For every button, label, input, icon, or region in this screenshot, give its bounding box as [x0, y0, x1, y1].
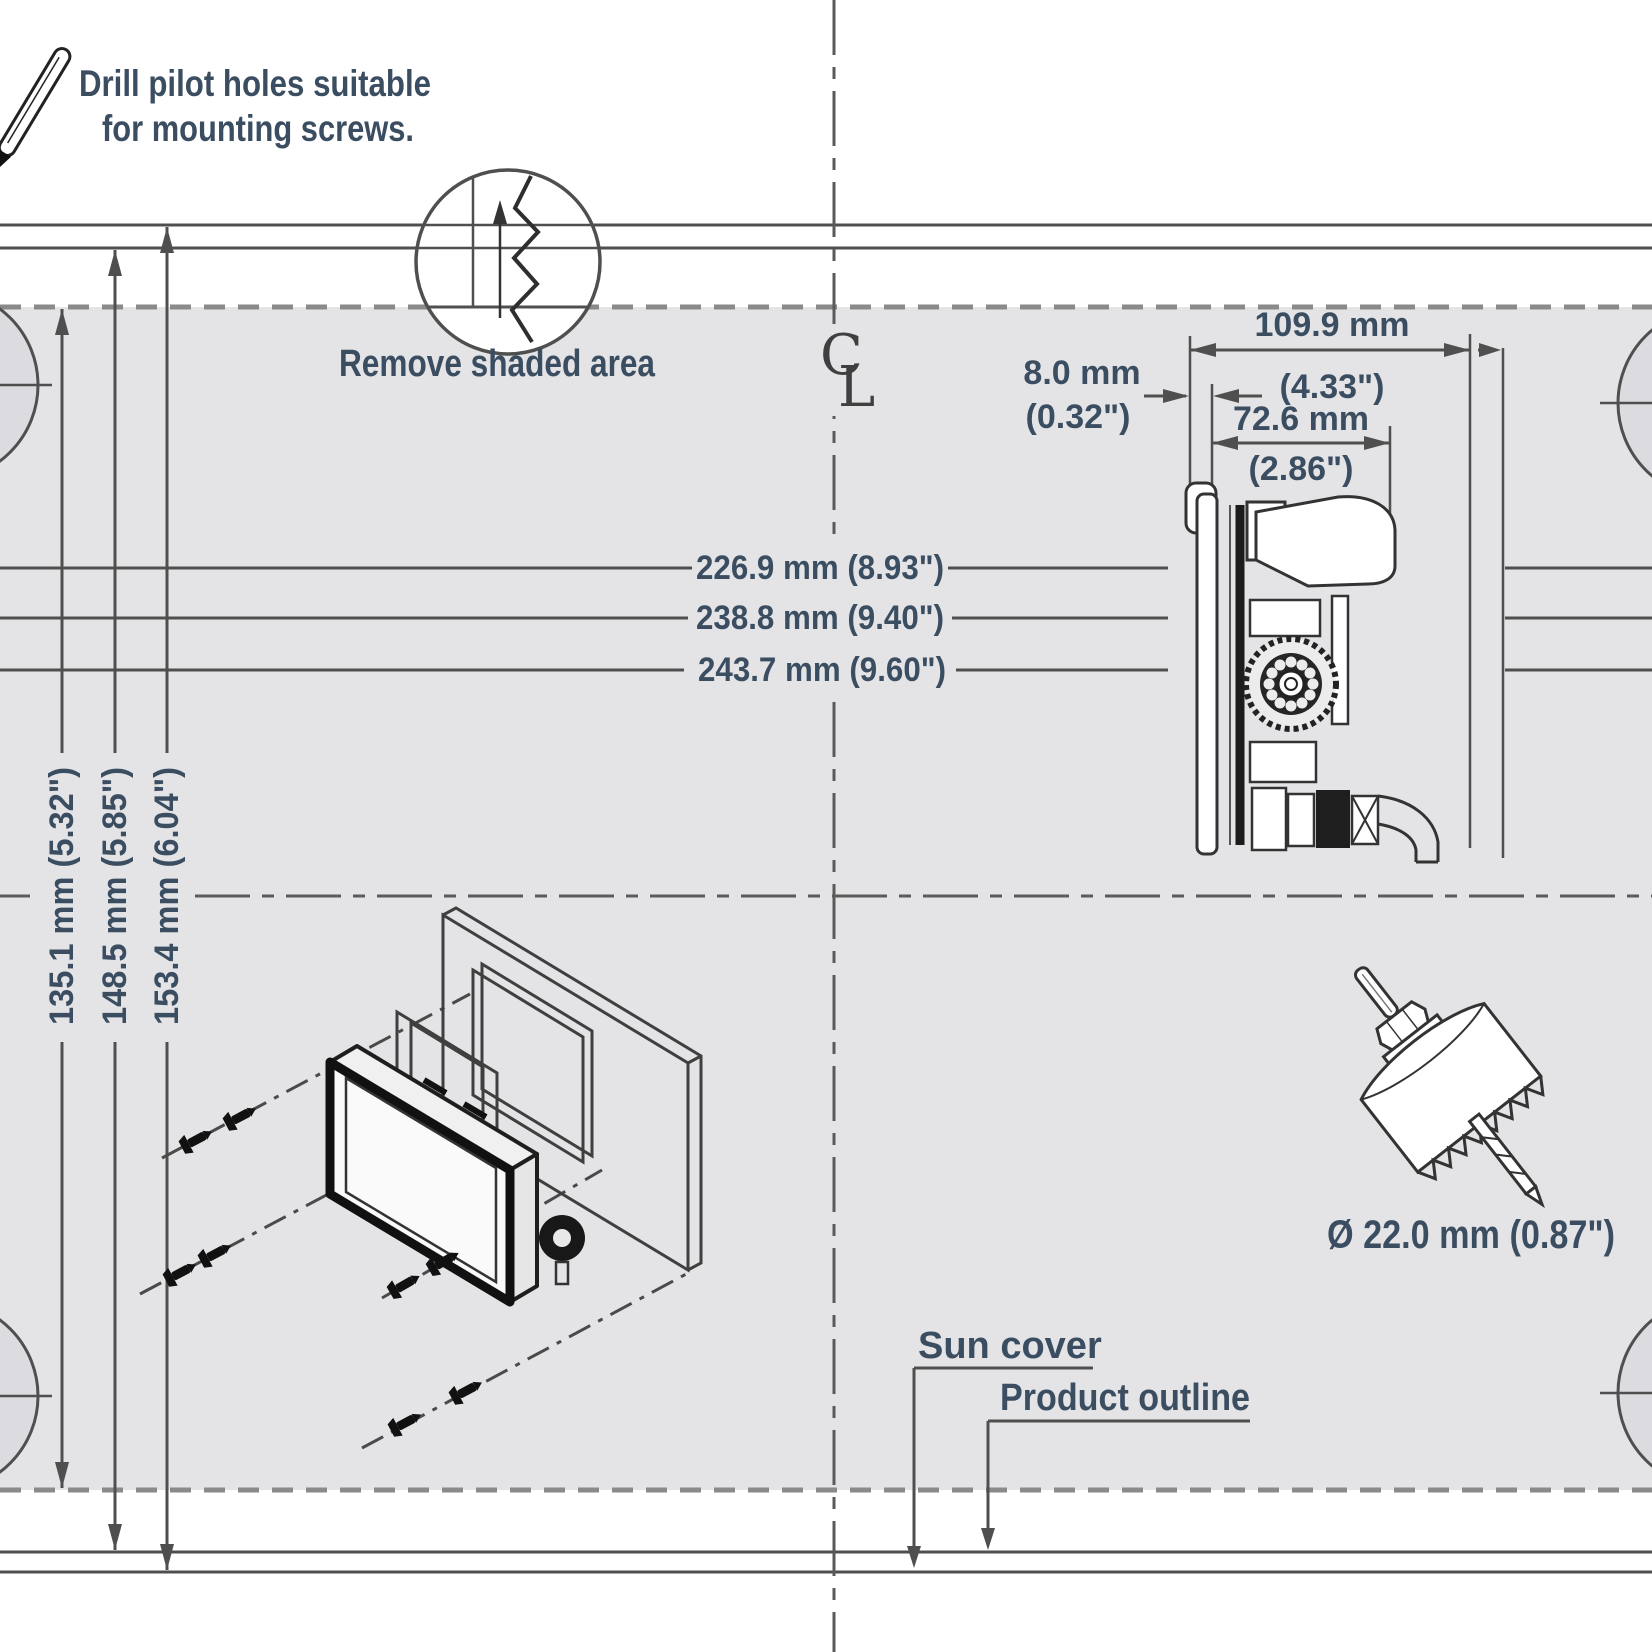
height-dim-label-product: 148.5 mm (5.85") — [96, 767, 134, 1025]
product-outline-callout: Product outline — [981, 1377, 1250, 1550]
side-dim-overall-in: (4.33") — [1280, 368, 1385, 406]
detail-circle — [414, 168, 602, 356]
side-view: 109.9 mm (4.33") 8.0 mm (0.32") 72.6 mm … — [1023, 306, 1505, 864]
arrow-right-icon — [1479, 343, 1501, 357]
corner-drill-circles — [0, 307, 1652, 1474]
knob-bracket — [554, 1260, 570, 1286]
width-dim-label-suncover: 243.7 mm (9.60") — [698, 651, 946, 689]
low-bracket — [1248, 740, 1318, 784]
screw-icon — [162, 1263, 196, 1287]
arrow-right-icon — [1444, 343, 1470, 357]
product-outline-label: Product outline — [1000, 1377, 1250, 1419]
arrow-up-icon — [55, 309, 69, 335]
sun-cover-callout: Sun cover — [907, 1325, 1102, 1568]
arrow-left-icon — [1190, 343, 1216, 357]
side-dim-flange-in: (0.32") — [1026, 398, 1131, 436]
drill-note: Drill pilot holes suitable for mounting … — [0, 47, 431, 177]
side-dim-behind-in: (2.86") — [1249, 450, 1354, 488]
screw-icon — [448, 1381, 482, 1405]
arrow-down-icon — [108, 1524, 122, 1550]
jagged-cut-line-icon — [509, 175, 541, 344]
device-knob-hub — [553, 1229, 571, 1247]
sun-visor-profile — [1254, 495, 1397, 588]
power-connector — [1250, 786, 1380, 852]
centerline-symbol: C L — [806, 323, 875, 420]
cut-detail-circle — [414, 168, 602, 356]
height-dim-label-suncover: 153.4 mm (6.04") — [148, 767, 186, 1025]
mounting-screws — [162, 1107, 482, 1437]
width-dim-label-product: 238.8 mm (9.40") — [696, 599, 944, 637]
width-dim-label-cutout: 226.9 mm (8.93") — [696, 549, 944, 587]
screw-icon — [197, 1244, 231, 1268]
hole-saw-icon — [1353, 966, 1545, 1209]
arrow-right-icon — [1364, 436, 1390, 450]
mid-bracket — [1248, 598, 1322, 638]
centerline-symbol-l: L — [838, 355, 875, 420]
device-screen — [344, 1075, 498, 1285]
arrow-down-icon — [55, 1462, 69, 1488]
knob-hub-center — [1284, 677, 1298, 691]
knob-hub — [1276, 669, 1306, 699]
arrow-left-icon — [1213, 389, 1239, 403]
arrow-down-icon — [160, 1544, 174, 1570]
arrow-down-icon — [981, 1528, 995, 1550]
knob-holes — [1263, 656, 1319, 712]
panel-with-cutout — [441, 906, 703, 1273]
arrow-up-icon — [493, 200, 507, 224]
power-cable — [1377, 794, 1440, 864]
arrow-up-icon — [108, 250, 122, 276]
side-view-device — [1184, 481, 1440, 864]
screw-icon — [425, 1252, 459, 1277]
hole-saw-diameter-label: Ø 22.0 mm (0.87") — [1327, 1213, 1615, 1257]
arrow-up-icon — [160, 227, 174, 253]
screw-icon — [386, 1275, 420, 1300]
latch — [422, 1077, 448, 1096]
display-unit — [325, 1044, 585, 1307]
rotary-knob — [1243, 636, 1339, 732]
front-flange — [1195, 492, 1219, 856]
latch — [462, 1101, 488, 1120]
screw-icon — [222, 1107, 256, 1131]
shaded-cutout-area — [0, 307, 1652, 1490]
mounting-axis — [161, 992, 471, 1160]
centerline-symbol-c: C — [820, 323, 863, 388]
drill-bit-icon — [0, 47, 72, 177]
arrow-right-icon — [1163, 389, 1189, 403]
centerline-symbol-plate — [806, 324, 862, 416]
sun-cover-label: Sun cover — [918, 1325, 1102, 1367]
screw-icon — [387, 1413, 421, 1437]
screw-icon — [178, 1130, 212, 1154]
height-dimensions: 135.1 mm (5.32") 148.5 mm (5.85") 153.4 … — [43, 227, 186, 1570]
hole-saw-bit-tip — [1523, 1184, 1545, 1209]
drill-note-line2: for mounting screws. — [102, 108, 414, 149]
arrow-left-icon — [1212, 436, 1238, 450]
width-dimensions: 226.9 mm (8.93") 238.8 mm (9.40") 243.7 … — [0, 549, 1652, 689]
exploded-mounting-view — [139, 906, 703, 1450]
remove-shaded-area-label: Remove shaded area — [339, 343, 656, 385]
side-dim-overall-mm: 109.9 mm — [1255, 306, 1410, 344]
side-dim-behind-mm: 72.6 mm — [1233, 400, 1369, 438]
panel-cutout-hole-edge — [480, 961, 594, 1159]
device-front-bezel — [325, 1057, 515, 1307]
arrow-down-icon — [907, 1546, 921, 1568]
rear-plate — [1330, 594, 1350, 726]
side-dim-flange-mm: 8.0 mm — [1023, 354, 1140, 392]
panel-cutout-hole — [471, 967, 585, 1165]
height-dim-label-cutout: 135.1 mm (5.32") — [43, 767, 81, 1025]
drill-note-line1: Drill pilot holes suitable — [79, 63, 431, 104]
